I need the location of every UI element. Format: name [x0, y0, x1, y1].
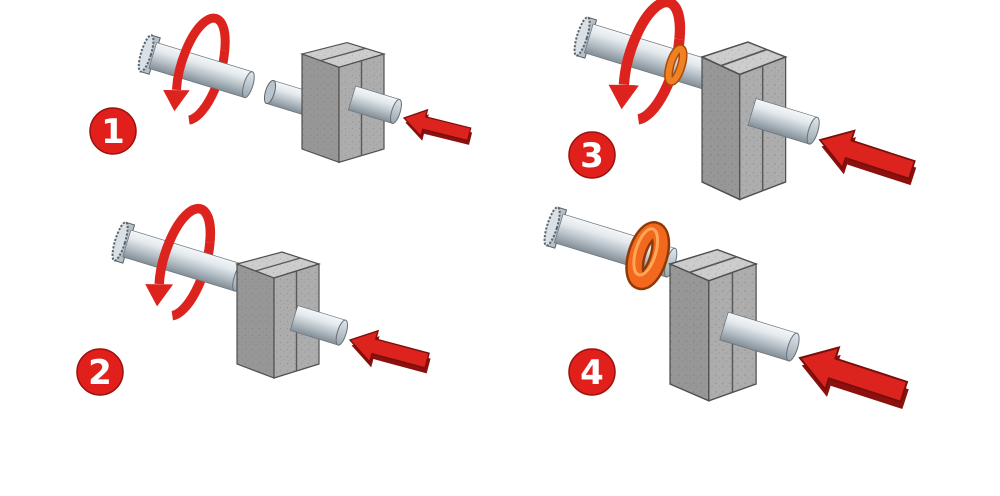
step-number: 4 [580, 353, 604, 393]
feed-arrow-icon [399, 104, 476, 153]
feed-arrow-icon [343, 323, 435, 383]
shaft-end-face [242, 71, 255, 99]
rotating-shaft [111, 188, 246, 333]
workpiece-stub [719, 311, 800, 362]
shaft-flange [111, 221, 129, 262]
friction-heat-ring [664, 44, 688, 86]
workpiece-stub [347, 85, 402, 124]
step-3-badge: 3 [568, 131, 616, 179]
feed-arrow-icon [811, 120, 923, 196]
shaft-flange [573, 16, 591, 57]
step-2-panel: 2 [76, 188, 435, 396]
step-number: 3 [580, 136, 604, 176]
rotating-shaft [573, 0, 742, 145]
weld-flash-ring [625, 221, 671, 291]
step-3-panel: 3 [568, 0, 923, 201]
shaft-flange [137, 34, 155, 73]
welded-shaft [543, 206, 678, 291]
step-1-badge: 1 [89, 107, 137, 155]
step-4-badge: 4 [568, 348, 616, 396]
feed-arrow-icon [790, 336, 916, 422]
step-number: 1 [101, 112, 125, 152]
rotating-shaft [137, 0, 255, 135]
step-4-panel: 4 [543, 206, 916, 422]
step-1-panel: 1 [89, 0, 476, 164]
workpiece-stub [289, 305, 348, 346]
step-number: 2 [88, 353, 112, 393]
workpiece-stub [747, 98, 820, 145]
shaft-flange [543, 206, 561, 247]
step-2-badge: 2 [76, 348, 124, 396]
